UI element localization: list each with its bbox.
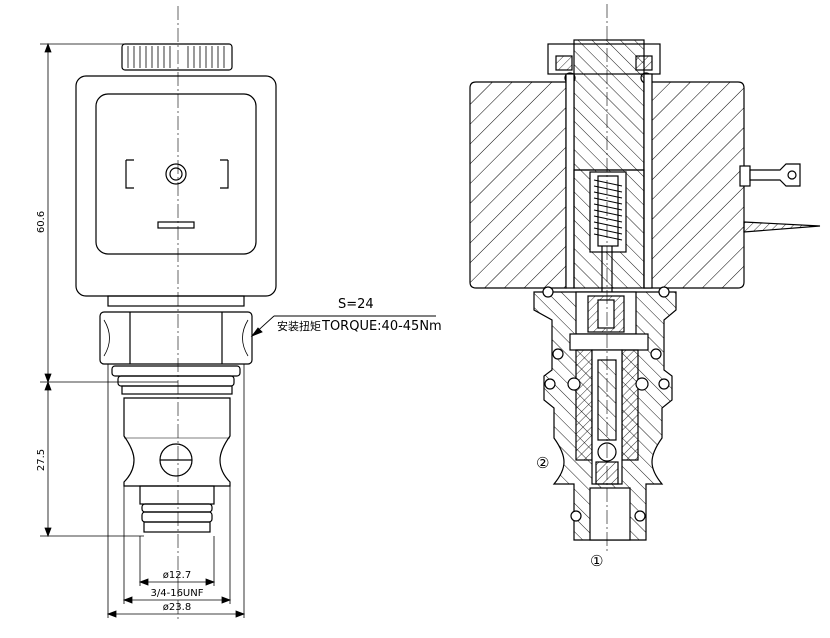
connector-terminal xyxy=(739,163,821,233)
bottom-dimensions xyxy=(106,364,246,618)
knurled-nut xyxy=(121,43,233,71)
torque-value-label: TORQUE:40-45Nm xyxy=(321,319,442,334)
section-view xyxy=(469,4,821,552)
dim-total-height: 60.6 xyxy=(36,211,47,233)
cartridge-section xyxy=(533,286,677,541)
torque-leader xyxy=(250,315,436,338)
cartridge-body xyxy=(123,397,231,533)
coil-section xyxy=(469,81,567,289)
dim-inner-diameter: ø12.7 xyxy=(163,570,191,581)
port-2-label: ② xyxy=(536,454,549,472)
hex-nut xyxy=(99,311,253,365)
torque-chinese-label: 安装扭矩 xyxy=(277,319,321,333)
dim-outer-diameter: ø23.8 xyxy=(163,602,191,613)
wrench-size-label: S=24 xyxy=(338,297,374,312)
coil-housing xyxy=(75,75,277,297)
dim-lower-height: 27.5 xyxy=(36,449,47,471)
exterior-view xyxy=(75,6,277,620)
port-1-label: ① xyxy=(590,552,603,570)
dim-thread: 3/4-16UNF xyxy=(151,588,204,599)
left-dimensions xyxy=(40,42,178,538)
